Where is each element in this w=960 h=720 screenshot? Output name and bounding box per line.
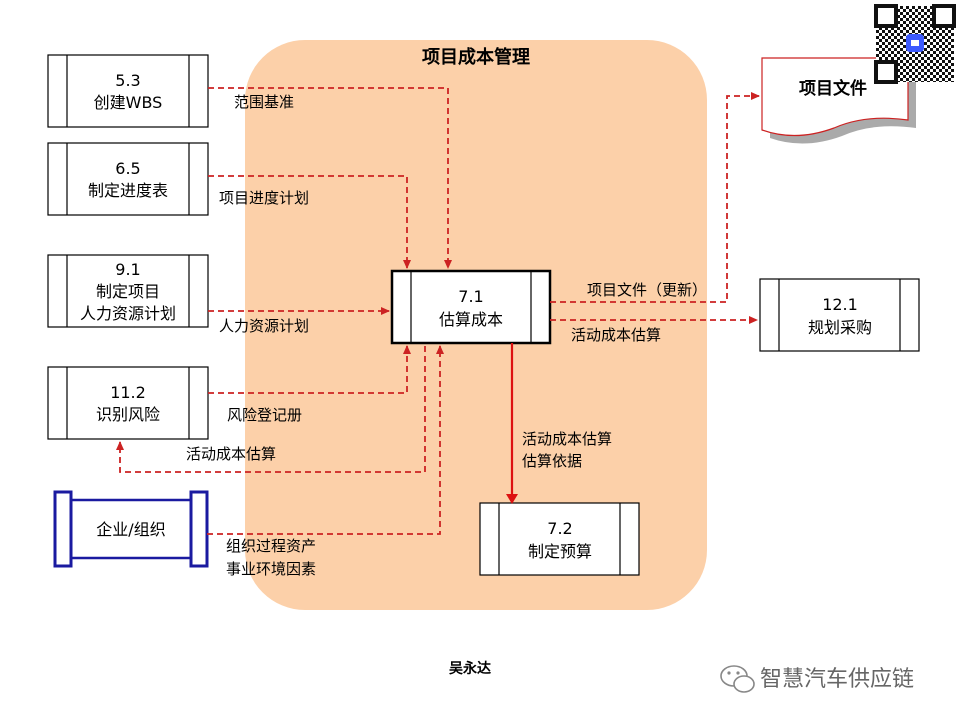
- arrow-schedule: [208, 175, 411, 269]
- project-documents-shape[interactable]: 项目文件: [761, 57, 916, 144]
- process-name: 创建WBS: [94, 93, 163, 112]
- arrow-to-budget-head: [506, 494, 518, 504]
- process-id: 11.2: [110, 383, 146, 402]
- process-name: 规划采购: [808, 318, 872, 337]
- process-name-line-2: 人力资源计划: [80, 304, 176, 323]
- process-box-7-1[interactable]: 7.1 估算成本: [390, 269, 552, 345]
- process-box-5-3[interactable]: 5.3 创建WBS: [47, 54, 209, 128]
- wechat-icon: [720, 665, 755, 693]
- brand-name: 智慧汽车供应链: [760, 667, 914, 692]
- process-box-9-1[interactable]: 9.1 制定项目 人力资源计划: [47, 254, 209, 328]
- process-id: 6.5: [115, 159, 140, 178]
- label-schedule: 项目进度计划: [219, 189, 309, 207]
- label-enterprise-factors: 事业环境因素: [226, 560, 316, 578]
- process-name: 识别风险: [96, 405, 160, 424]
- org-label: 企业/组织: [96, 520, 165, 539]
- process-id: 9.1: [115, 260, 140, 279]
- process-name: 制定进度表: [88, 181, 168, 200]
- arrow-org-assets: [207, 345, 444, 535]
- label-project-docs-update: 项目文件（更新）: [587, 281, 707, 299]
- process-box-6-5[interactable]: 6.5 制定进度表: [47, 142, 209, 216]
- arrow-scope-baseline: [208, 87, 452, 269]
- label-budget-basis: 估算依据: [522, 452, 582, 470]
- label-scope-baseline: 范围基准: [234, 93, 294, 111]
- process-id: 5.3: [115, 71, 140, 90]
- label-hr-plan: 人力资源计划: [219, 317, 309, 335]
- arrow-project-docs-update: [550, 92, 760, 303]
- qr-code-icon: [874, 4, 956, 84]
- process-box-12-1[interactable]: 12.1 规划采购: [759, 278, 920, 352]
- process-id: 12.1: [822, 295, 858, 314]
- label-risk-register: 风险登记册: [227, 406, 302, 424]
- arrow-risk-register: [208, 345, 411, 394]
- label-feedback-cost-estimates: 活动成本估算: [186, 445, 276, 463]
- label-to-procurement: 活动成本估算: [571, 326, 661, 344]
- process-id: 7.2: [547, 519, 572, 538]
- process-id: 7.1: [458, 287, 483, 306]
- process-name: 制定预算: [528, 542, 592, 561]
- project-documents-label: 项目文件: [799, 78, 867, 99]
- process-box-11-2[interactable]: 11.2 识别风险: [47, 366, 209, 440]
- arrow-feedback-cost-estimates: [116, 346, 426, 473]
- process-box-7-2[interactable]: 7.2 制定预算: [479, 502, 640, 576]
- process-name: 估算成本: [439, 310, 503, 329]
- enterprise-organization-box[interactable]: 企业/组织: [53, 490, 209, 568]
- process-name-line-1: 制定项目: [96, 282, 160, 301]
- label-budget-cost-estimates: 活动成本估算: [522, 430, 612, 448]
- label-org-process-assets: 组织过程资产: [226, 537, 316, 555]
- region-title: 项目成本管理: [422, 46, 530, 68]
- author-signature: 吴永达: [449, 660, 491, 677]
